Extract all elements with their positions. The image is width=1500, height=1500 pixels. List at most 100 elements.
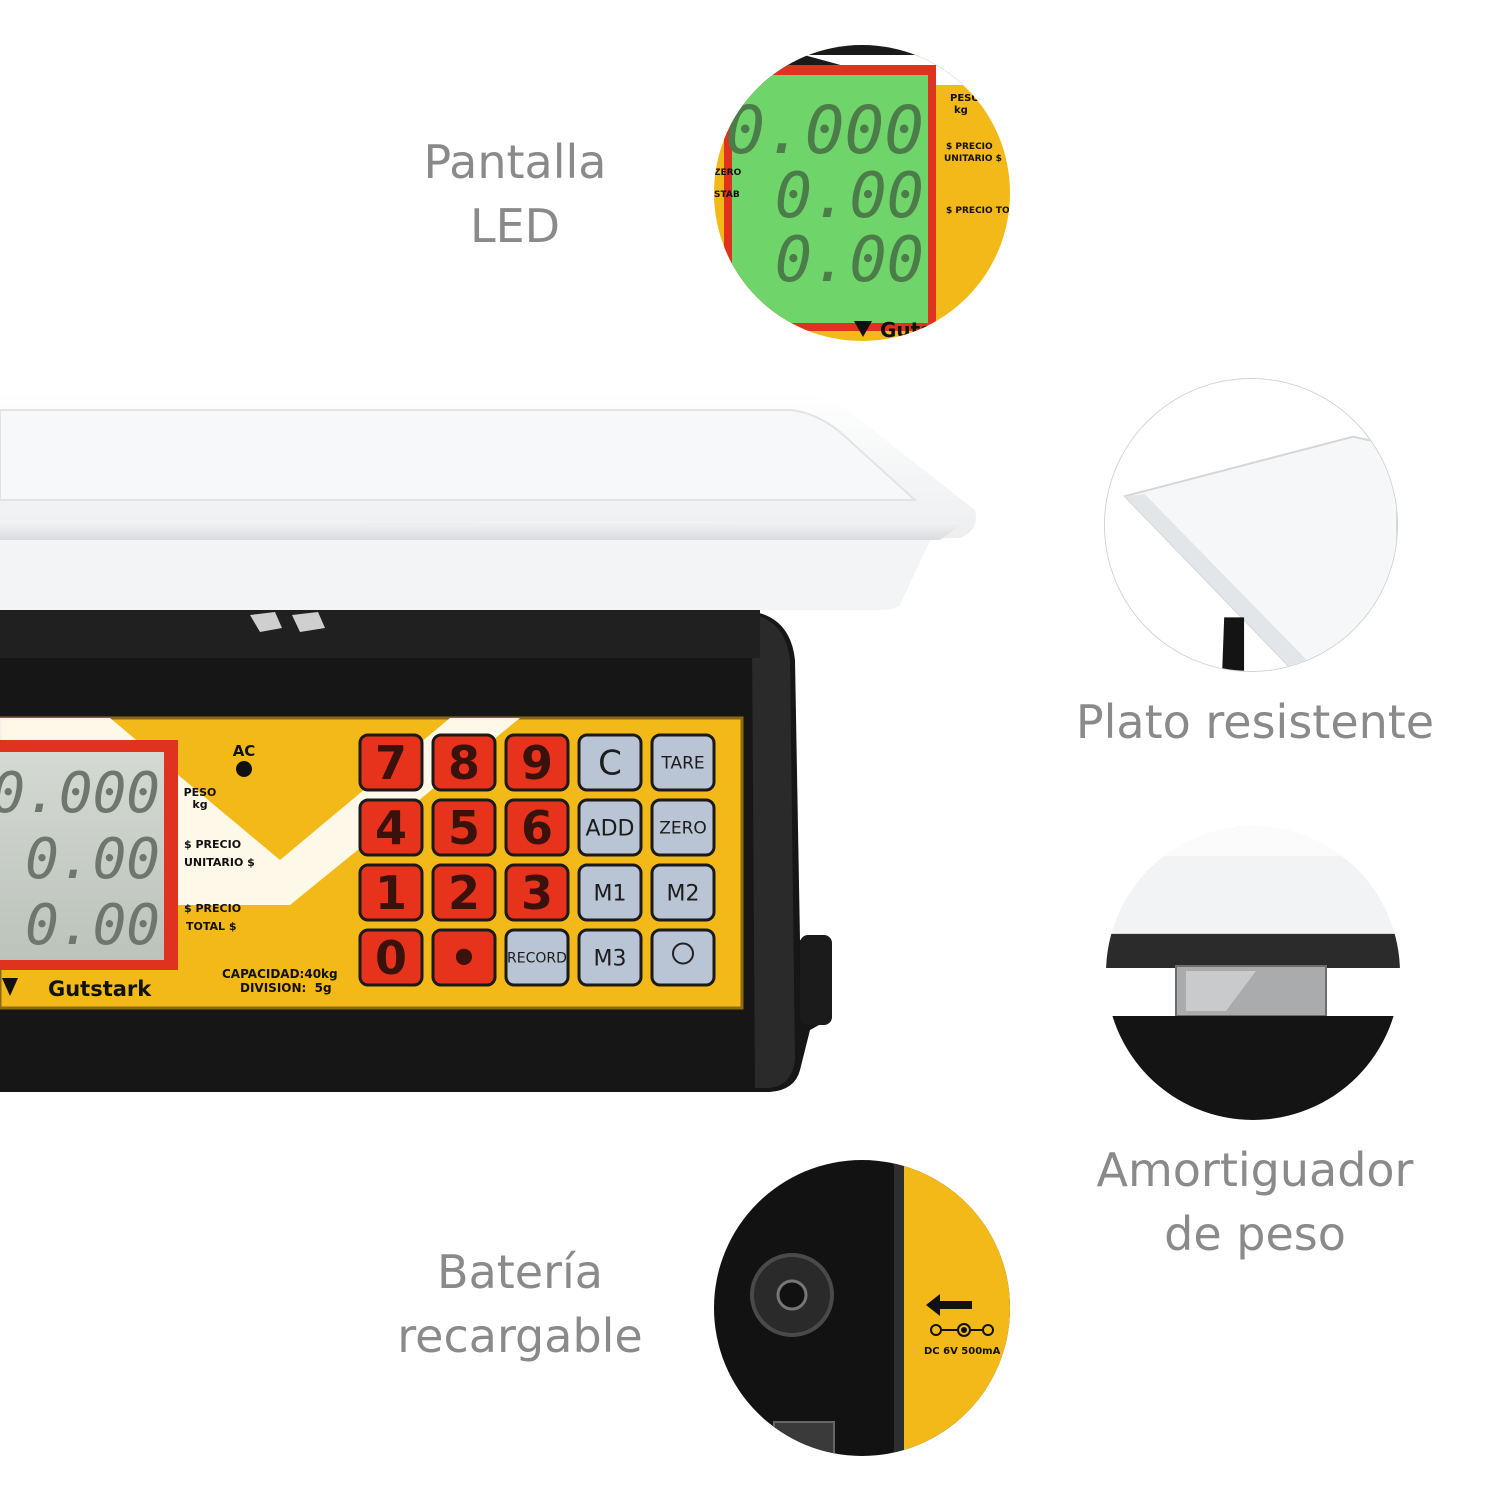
total-label: TOTAL $	[186, 920, 237, 933]
zoom-plate-shadow	[1222, 617, 1245, 671]
keypad-key[interactable]: M2	[650, 863, 716, 922]
keypad-key[interactable]: 8	[431, 733, 497, 792]
keypad-key[interactable]: RECORD	[504, 928, 570, 987]
keypad-key[interactable]: 6	[504, 798, 570, 857]
precio-label: $ PRECIO	[184, 838, 241, 851]
polarity-icon	[930, 1323, 994, 1337]
caption-damper-line2: de peso	[1164, 1207, 1346, 1261]
keypad-key[interactable]: 2	[431, 863, 497, 922]
keypad-key-label: 4	[375, 801, 407, 855]
keypad-key-face	[358, 798, 424, 857]
keypad-key-face	[577, 928, 643, 987]
keypad-key-face	[650, 733, 716, 792]
zoom-precio-label: $ PRECIO	[946, 142, 993, 152]
caption-display-line1: Pantalla	[423, 135, 607, 189]
keypad-key-face	[650, 798, 716, 857]
side-foot	[800, 935, 832, 1025]
keypad-key-label: 0	[375, 931, 407, 985]
tray-front-edge	[0, 520, 965, 540]
keypad-key[interactable]: M1	[577, 863, 643, 922]
caption-battery-line1: Batería	[437, 1245, 603, 1299]
zoom-damper-gap	[1106, 934, 1400, 968]
caption-plate: Plato resistente	[1040, 690, 1470, 754]
tray-underside	[0, 540, 930, 610]
lightbulb-icon	[672, 942, 694, 965]
lcd-readout-bot: 0.00	[25, 893, 160, 958]
keypad-key[interactable]: ZERO	[650, 798, 716, 857]
keypad-key[interactable]: 9	[504, 733, 570, 792]
keypad-key-label: 1	[375, 866, 407, 920]
zoom-brand-logo-icon	[854, 321, 872, 337]
keypad-key-face	[504, 733, 570, 792]
keypad-key[interactable]: 7	[358, 733, 424, 792]
zoom-battery-divider	[894, 1160, 904, 1456]
caption-display-line2: LED	[469, 199, 561, 253]
keypad-key[interactable]: ADD	[577, 798, 643, 857]
scale-body-shading	[740, 612, 795, 1088]
caption-battery: Batería recargable	[370, 1240, 670, 1368]
keypad-key[interactable]: C	[577, 733, 643, 792]
keypad-key-label: 5	[448, 801, 480, 855]
tray-inner	[0, 409, 918, 501]
keypad-key[interactable]: 4	[358, 798, 424, 857]
keypad-key[interactable]: 1	[358, 863, 424, 922]
keypad-key-face	[504, 928, 570, 987]
keypad-key-face	[358, 928, 424, 987]
keypad-key-face	[504, 863, 570, 922]
zoom-display-circle: 0.000 0.00 0.00 PESO kg $ PRECIO UNITARI…	[714, 45, 1010, 341]
lcd-readout-mid: 0.00	[25, 827, 160, 892]
caption-damper-line1: Amortiguador	[1096, 1143, 1414, 1197]
keypad-key-label: RECORD	[507, 951, 567, 967]
keypad-key-face	[358, 733, 424, 792]
keypad-key-face	[577, 733, 643, 792]
keypad-key[interactable]: 5	[431, 798, 497, 857]
peso-label: PESO	[184, 786, 217, 799]
zoom-display-line2: 0.00	[775, 159, 924, 232]
keypad-key-label: ADD	[586, 816, 635, 841]
faceplate-chevron-yellow	[180, 740, 395, 850]
division-label: DIVISION: 5g	[240, 981, 332, 995]
peso-unit: kg	[192, 798, 207, 811]
caption-display: Pantalla LED	[380, 130, 650, 258]
lcd-readout-top: 0.000	[0, 761, 160, 826]
precio2-label: $ PRECIO	[184, 902, 241, 915]
keypad-key[interactable]: TARE	[650, 733, 716, 792]
keypad-key-face	[577, 863, 643, 922]
zoom-peso-label: PESO	[950, 93, 980, 104]
arrow-left-icon	[926, 1294, 972, 1316]
keypad-key[interactable]: 3	[504, 863, 570, 922]
keypad-key[interactable]: •	[431, 928, 497, 987]
unitario-label: UNITARIO $	[184, 856, 255, 869]
zoom-battery-circle: DC 6V 500mA	[714, 1160, 1010, 1456]
keypad-key-label: M1	[594, 881, 627, 906]
keypad-key-label: 8	[448, 736, 480, 790]
keypad-key-label: 2	[448, 866, 480, 920]
keypad-key-face	[431, 798, 497, 857]
brand-name: Gutstark	[48, 977, 152, 1001]
capacity-label: CAPACIDAD:40kg	[222, 967, 338, 981]
zoom-damper-block-shine	[1186, 971, 1256, 1011]
zoom-zero-label: ZERO	[714, 168, 742, 178]
brand-logo-icon	[2, 978, 18, 996]
keypad-key[interactable]	[650, 928, 716, 987]
keypad-key[interactable]: M3	[577, 928, 643, 987]
keypad-key[interactable]: 0	[358, 928, 424, 987]
zoom-stab-label: STAB	[714, 190, 740, 200]
lcd-screen	[0, 752, 164, 960]
keypad-key-label: TARE	[660, 754, 704, 774]
keypad-key-label: M3	[594, 946, 627, 971]
keypad-key-face	[431, 863, 497, 922]
keypad-key-label: 6	[521, 801, 553, 855]
zoom-display-line1: 0.000	[725, 92, 924, 169]
zoom-display-lcd	[732, 75, 928, 323]
zoom-damper-tray-inner	[1106, 826, 1400, 916]
keypad-key-face	[650, 928, 716, 987]
dc-jack-pin	[776, 1279, 808, 1311]
tray-supports	[250, 612, 325, 632]
zoom-damper-circle	[1106, 826, 1400, 1120]
keypad-key-label: 7	[375, 736, 407, 790]
zoom-plate-edge	[1124, 494, 1318, 671]
keypad-key-face	[431, 733, 497, 792]
